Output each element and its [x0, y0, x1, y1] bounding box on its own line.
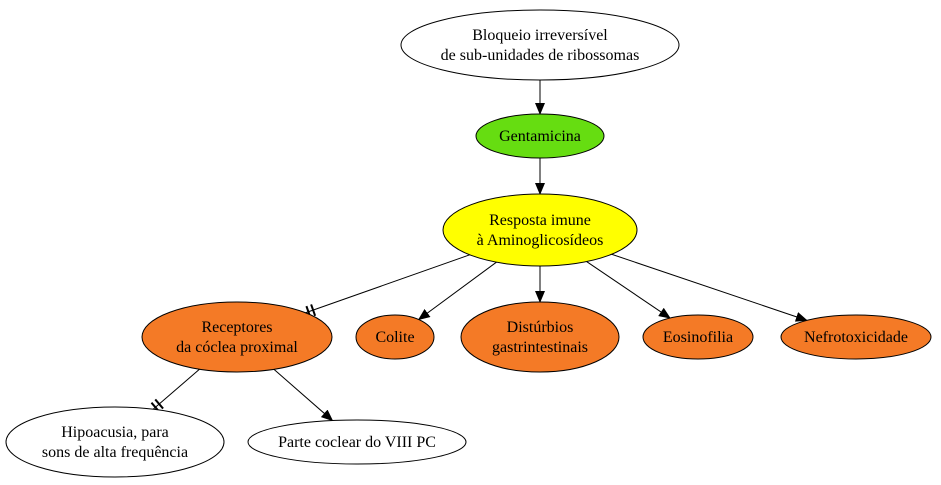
node-ellipse — [247, 419, 467, 465]
node-label: sons de alta frequência — [42, 444, 188, 461]
node-label: Gentamicina — [499, 128, 581, 145]
node-colite: Colite — [355, 314, 435, 360]
node-label: Distúrbios — [507, 319, 574, 336]
node-label: de sub-unidades de ribossomas — [441, 47, 640, 64]
edge-line — [417, 261, 497, 321]
node-resposta: Resposta imune à Aminoglicosídeos — [442, 193, 638, 267]
tee-mark — [154, 398, 164, 410]
edge-receptores-to-parte_coclear — [273, 368, 334, 422]
node-ellipse — [400, 9, 680, 81]
edge-line — [152, 368, 200, 410]
edge-resposta-to-colite — [417, 261, 497, 321]
tee-mark — [310, 304, 317, 317]
node-ellipse — [475, 113, 605, 159]
node-label: Receptores — [201, 319, 272, 336]
node-ellipse — [460, 301, 620, 373]
node-eosinofilia: Eosinofilia — [642, 314, 754, 360]
node-label: Nefrotoxicidade — [804, 329, 908, 346]
edge-line — [305, 254, 470, 314]
node-label: Parte coclear do VIII PC — [278, 434, 436, 451]
node-ellipse — [141, 301, 333, 373]
edge-line — [586, 261, 671, 319]
node-label: da cóclea proximal — [176, 339, 298, 356]
node-label: à Aminoglicosídeos — [477, 232, 604, 249]
node-hipoacusia: Hipoacusia, para sons de alta frequência — [5, 406, 225, 478]
node-ellipse — [442, 193, 638, 267]
node-nefrotoxicidade: Nefrotoxicidade — [780, 314, 932, 360]
edge-receptores-to-hipoacusia — [150, 368, 200, 413]
edge-resposta-to-receptores — [305, 254, 470, 318]
node-ellipse — [355, 314, 435, 360]
node-ellipse — [5, 406, 225, 478]
edge-line — [611, 253, 808, 322]
node-disturbios: Distúrbios gastrintestinais — [460, 301, 620, 373]
node-label: Hipoacusia, para — [61, 424, 169, 441]
node-ellipse — [642, 314, 754, 360]
node-gentamicina: Gentamicina — [475, 113, 605, 159]
node-label: gastrintestinais — [492, 339, 588, 356]
node-label: Colite — [375, 329, 414, 346]
edge-line — [273, 368, 334, 422]
node-bloqueio: Bloqueio irreversível de sub-unidades de … — [400, 9, 680, 81]
node-ellipse — [780, 314, 932, 360]
edge-resposta-to-eosinofilia — [586, 261, 671, 319]
edge-resposta-to-nefrotoxicidade — [611, 253, 808, 322]
node-label: Resposta imune — [489, 212, 591, 229]
node-receptores: Receptores da cóclea proximal — [141, 301, 333, 373]
node-parte-coclear: Parte coclear do VIII PC — [247, 419, 467, 465]
node-label: Eosinofilia — [663, 329, 733, 346]
node-label: Bloqueio irreversível — [472, 27, 608, 44]
nodes: Bloqueio irreversível de sub-unidades de … — [5, 9, 932, 478]
